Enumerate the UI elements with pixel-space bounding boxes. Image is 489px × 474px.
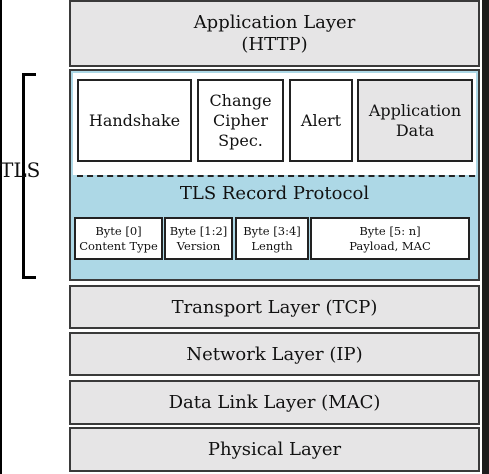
field-byte-range: Byte [1:2] [169, 223, 228, 238]
change-cipher-spec-line1: Change [209, 90, 272, 110]
physical-layer-label: Physical Layer [207, 439, 342, 460]
application-layer-box: Application Layer (HTTP) [69, 0, 480, 67]
record-field-payload-mac: Byte [5: n] Payload, MAC [310, 217, 470, 260]
field-name: Length [251, 238, 293, 253]
field-name: Content Type [79, 238, 158, 253]
record-field-version: Byte [1:2] Version [164, 217, 233, 260]
application-data-line2: Data [395, 120, 435, 140]
handshake-protocol-box: Handshake [77, 79, 192, 162]
datalink-layer-box: Data Link Layer (MAC) [69, 380, 480, 425]
tls-bracket [22, 73, 36, 279]
record-protocol-title: TLS Record Protocol [179, 183, 370, 204]
tls-label: TLS [0, 158, 41, 182]
record-field-length: Byte [3:4] Length [235, 217, 309, 260]
transport-layer-label: Transport Layer (TCP) [171, 296, 378, 318]
transport-layer-box: Transport Layer (TCP) [69, 285, 480, 329]
field-name: Payload, MAC [349, 238, 431, 253]
record-divider-dashed-line [77, 175, 475, 177]
field-name: Version [176, 238, 221, 253]
change-cipher-spec-line2: Cipher [212, 110, 269, 130]
alert-label: Alert [300, 110, 342, 130]
application-layer-title: Application Layer [193, 11, 356, 33]
right-edge-bar [482, 0, 489, 474]
application-data-line1: Application [368, 100, 462, 120]
application-data-box: Application Data [357, 79, 473, 162]
network-layer-box: Network Layer (IP) [69, 332, 480, 376]
datalink-layer-label: Data Link Layer (MAC) [168, 392, 381, 413]
handshake-label: Handshake [88, 110, 181, 130]
field-byte-range: Byte [3:4] [243, 223, 301, 238]
field-byte-range: Byte [5: n] [359, 223, 421, 238]
record-field-content-type: Byte [0] Content Type [74, 217, 163, 260]
application-layer-protocol: (HTTP) [241, 33, 308, 55]
left-edge-line [0, 0, 2, 474]
change-cipher-spec-line3: Spec. [218, 130, 263, 150]
alert-protocol-box: Alert [289, 79, 353, 162]
network-layer-label: Network Layer (IP) [186, 343, 363, 365]
physical-layer-box: Physical Layer [69, 427, 480, 472]
change-cipher-spec-box: Change Cipher Spec. [197, 79, 284, 162]
field-byte-range: Byte [0] [95, 223, 142, 238]
